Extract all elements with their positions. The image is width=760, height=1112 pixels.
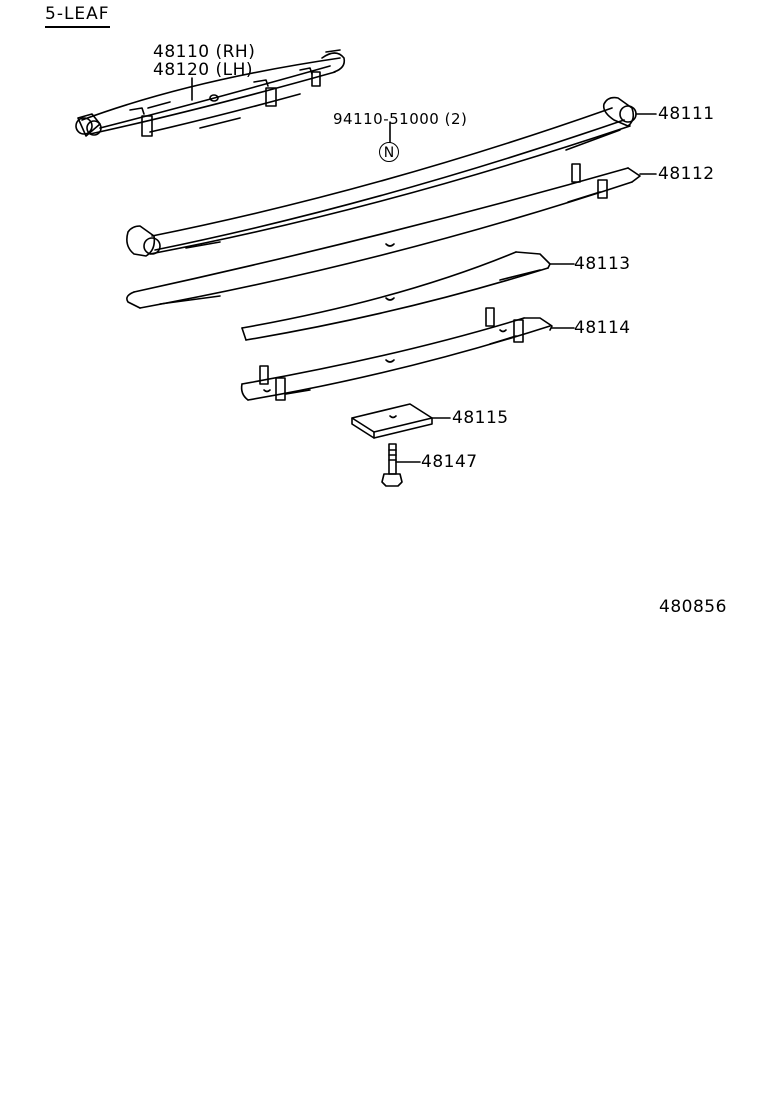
assembly-label-rh[interactable]: 48110 (RH)	[153, 42, 256, 62]
part-label-48147[interactable]: 48147	[421, 452, 478, 472]
note-part-label[interactable]: 94110-51000 (2)	[333, 110, 468, 128]
part-label-48111[interactable]: 48111	[658, 104, 715, 124]
spring-assembly-illustration	[75, 49, 346, 137]
assembly-label-lh[interactable]: 48120 (LH)	[153, 60, 254, 80]
part-label-48115[interactable]: 48115	[452, 408, 509, 428]
leaf-48111	[126, 96, 657, 257]
part-label-48114[interactable]: 48114	[574, 318, 631, 338]
part-label-48112[interactable]: 48112	[658, 164, 715, 184]
leaf-48112	[126, 163, 657, 309]
part-label-48113[interactable]: 48113	[574, 254, 631, 274]
n-symbol-icon: N	[379, 142, 399, 162]
leaf-48114	[240, 307, 575, 401]
center-bolt-48147	[381, 443, 421, 487]
leaf-48113	[241, 251, 575, 341]
figure-number: 480856	[659, 597, 727, 617]
spacer-plate-48115	[351, 403, 451, 439]
diagram-title: 5-LEAF	[45, 4, 110, 28]
